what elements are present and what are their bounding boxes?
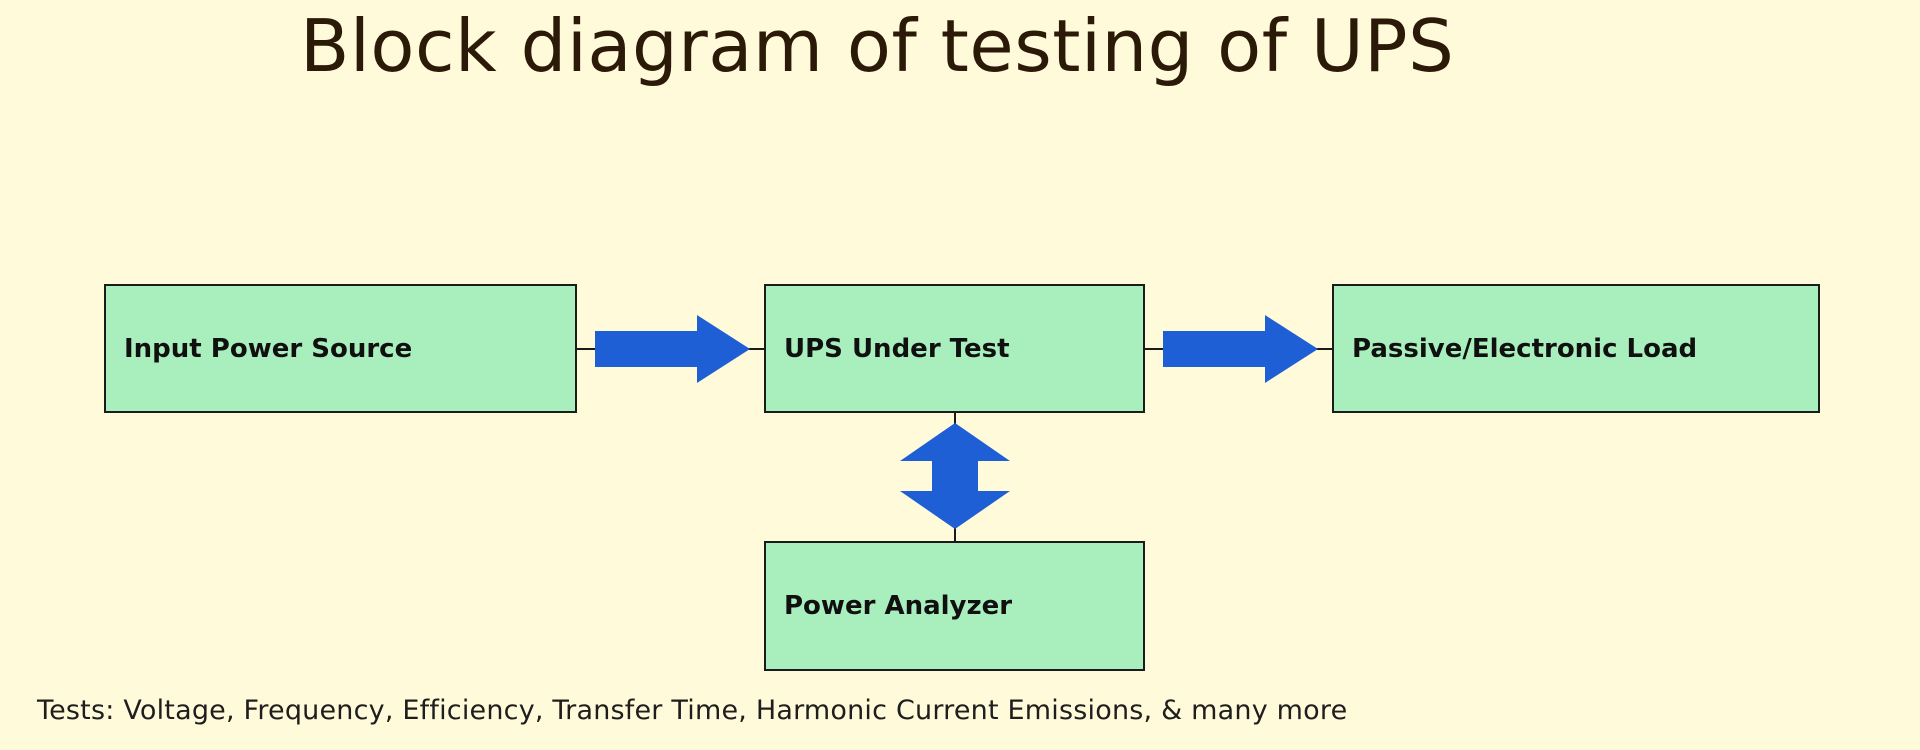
block-label: Input Power Source xyxy=(124,334,413,364)
block-label: UPS Under Test xyxy=(784,334,1010,364)
block-label: Passive/Electronic Load xyxy=(1352,334,1698,364)
slide-title: Block diagram of testing of UPS xyxy=(300,4,1455,88)
right-arrow-icon xyxy=(595,315,750,383)
block-power-analyzer: Power Analyzer xyxy=(764,541,1145,671)
up-down-arrow-icon xyxy=(900,423,1010,529)
block-passive-electronic-load: Passive/Electronic Load xyxy=(1332,284,1820,413)
right-arrow-icon xyxy=(1163,315,1318,383)
tests-footer-note: Tests: Voltage, Frequency, Efficiency, T… xyxy=(37,695,1348,726)
block-label: Power Analyzer xyxy=(784,591,1013,621)
block-ups-under-test: UPS Under Test xyxy=(764,284,1145,413)
block-input-power-source: Input Power Source xyxy=(104,284,577,413)
